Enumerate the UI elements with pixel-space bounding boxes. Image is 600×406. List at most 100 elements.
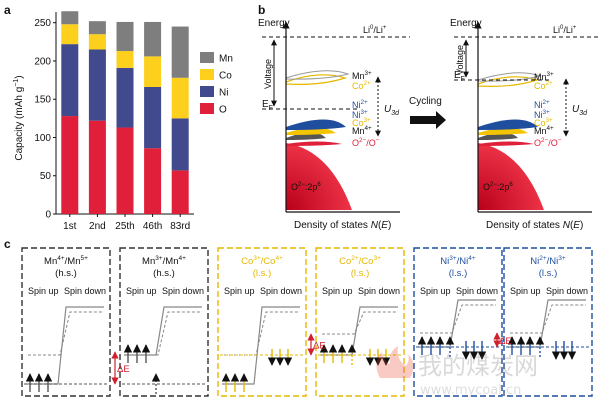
bar-co-1st	[61, 24, 79, 45]
band-label-mn: Mn4+	[352, 125, 372, 136]
energy-step-dashed	[510, 304, 586, 334]
voltage-label: Voltage	[263, 59, 273, 89]
bar-o-46th	[144, 148, 162, 214]
spin-down-label: Spin down	[162, 286, 204, 296]
dos-xlabel-right: Density of states N(E)	[486, 220, 583, 231]
bar-o-83rd	[171, 170, 189, 214]
band-label-cycled-ni: Ni2+	[534, 99, 550, 110]
spin-up-label: Spin up	[28, 286, 59, 296]
redox-couple-label: Ni3+/Ni4+	[440, 255, 476, 267]
panel-b-label: b	[258, 3, 265, 17]
u3d-label: U3d	[384, 104, 400, 117]
band-label-cycled-mn: Mn4+	[534, 125, 554, 136]
x-tick-label: 46th	[143, 221, 162, 232]
band-label-cycled-co: Co3+	[534, 117, 553, 128]
spin-up-label: Spin up	[420, 286, 451, 296]
bar-ni-46th	[144, 86, 162, 149]
y-tick-label: 250	[34, 18, 51, 29]
redox-box-border	[119, 247, 209, 397]
x-tick-label: 2nd	[89, 221, 106, 232]
dos-xlabel-left: Density of states N(E)	[294, 220, 391, 231]
cycling-arrow-shape	[410, 111, 446, 129]
redox-box-border	[503, 247, 593, 397]
legend-label-o: O	[219, 105, 227, 116]
bar-ni-83rd	[171, 118, 189, 171]
cycling-arrow: Cycling	[409, 96, 446, 129]
ni-band	[286, 119, 346, 130]
x-tick-label: 25th	[115, 221, 134, 232]
o-band-label-cycled: O2−:2p6	[483, 182, 513, 192]
bar-mn-46th	[144, 21, 162, 57]
spin-down-label: Spin down	[260, 286, 302, 296]
fermi-label-cycled: EF	[454, 70, 465, 83]
band-label-ni: Ni2+	[352, 99, 368, 110]
cycling-label: Cycling	[409, 96, 442, 107]
bar-o-1st	[61, 116, 79, 214]
spin-state-label: (h.s.)	[55, 268, 77, 279]
redox-couple-label: Co2+/Co3+	[339, 255, 381, 267]
energy-label-cycled: Energy	[450, 18, 482, 29]
legend-label-mn: Mn	[219, 54, 233, 65]
bar-co-83rd	[171, 77, 189, 119]
spin-state-label: (l.s.)	[539, 268, 557, 279]
bar-ni-2nd	[88, 49, 106, 121]
mn3-band	[285, 70, 350, 80]
energy-step-down	[26, 306, 104, 385]
voltage-label-cycled: Voltage	[455, 45, 465, 75]
bar-o-2nd	[88, 120, 106, 214]
panel-a-label: a	[4, 3, 11, 17]
co2-band	[285, 74, 347, 85]
bar-co-2nd	[88, 34, 106, 50]
spin-up-label: Spin up	[126, 286, 157, 296]
redox-couple-label: Mn4+/Mn5+	[44, 255, 88, 267]
delta-e-label: ΔE	[117, 364, 130, 375]
redox-box-border	[21, 247, 111, 397]
band-label-o: O2−/O−	[352, 137, 380, 148]
co2-band-cycled	[477, 76, 539, 87]
energy-step-dashed	[322, 311, 398, 335]
spin-state-label: (l.s.)	[449, 268, 467, 279]
bar-ni-25th	[116, 67, 134, 128]
dos-diagram-initial: O2−:2p6 Energy Li0/Li+ EF Voltage U3d Mn…	[258, 18, 410, 231]
energy-step-dashed	[126, 311, 202, 356]
spin-state-label: (l.s.)	[351, 268, 369, 279]
bar-o-25th	[116, 127, 134, 214]
y-tick-label: 50	[40, 171, 52, 182]
panel-c-label: c	[4, 237, 11, 251]
legend-label-co: Co	[219, 71, 232, 82]
band-label-cycled-ni: Ni3+	[534, 109, 550, 120]
spin-up-label: Spin up	[510, 286, 541, 296]
bar-co-46th	[144, 56, 162, 87]
delta-e-label: ΔE	[313, 341, 326, 352]
o-2p-band	[286, 143, 352, 210]
bar-ni-1st	[61, 44, 79, 117]
band-label-cycled-mn: Mn3+	[534, 71, 554, 82]
y-tick-label: 100	[34, 133, 51, 144]
ni-band-cycled	[478, 119, 538, 130]
o-2p-band-cycled	[478, 143, 544, 210]
band-label-co: Co2+	[352, 80, 371, 91]
dos-diagram-cycled: O2−:2p6 Energy Li0/Li+ EF Voltage U3d Mn…	[450, 18, 598, 231]
bar-mn-25th	[116, 21, 134, 52]
fermi-label: EF	[262, 99, 273, 112]
legend-swatch-co	[200, 69, 214, 80]
redox-couple-label: Co3+/Co4+	[241, 255, 283, 267]
watermark-cn: 我的煤炭网	[418, 352, 538, 380]
spin-down-label: Spin down	[546, 286, 588, 296]
band-label-cycled-o: O2−/O−	[534, 137, 562, 148]
energy-step-down	[124, 306, 202, 356]
energy-step-dashed	[28, 311, 104, 356]
redox-couple-label: Ni2+/Ni3+	[530, 255, 566, 267]
flame-logo-icon	[376, 346, 414, 378]
y-tick-label: 150	[34, 95, 51, 106]
delta-e-label: ΔE	[499, 336, 512, 347]
watermark-url: www.mycoal.cn	[420, 383, 521, 398]
li-label-cycled: Li0/Li+	[553, 25, 577, 35]
